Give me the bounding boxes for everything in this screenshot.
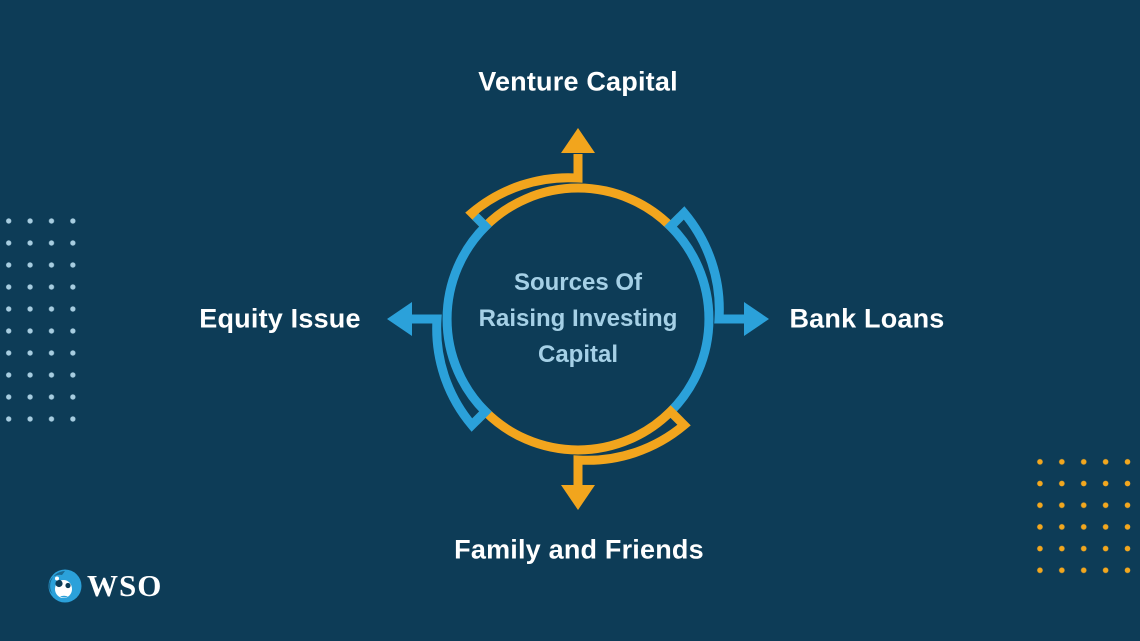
left-arrow-icon <box>387 302 412 336</box>
node-label-venture-capital: Venture Capital <box>478 66 678 97</box>
family-and-friends-arc <box>472 405 691 486</box>
down-arrow-icon <box>561 485 595 510</box>
bank-loans-arc <box>664 206 745 425</box>
venture-capital-arc <box>465 154 684 233</box>
equity-issue-arc <box>411 213 492 432</box>
diagram-center-title: Sources Of Raising Investing Capital <box>479 265 678 373</box>
node-label-bank-loans: Bank Loans <box>789 303 945 334</box>
center-title-line: Capital <box>537 341 619 368</box>
right-arrow-icon <box>744 302 769 336</box>
wso-logo: WSO <box>48 568 162 604</box>
decor-dots-left <box>0 210 84 430</box>
node-label-equity-issue: Equity Issue <box>199 303 361 334</box>
center-title-line: Raising Investing <box>478 305 678 332</box>
wso-logo-text: WSO <box>87 568 163 603</box>
wso-panda-swirl-icon <box>48 569 82 603</box>
decor-dots-right <box>1029 451 1139 581</box>
node-label-family-and-friends: Family and Friends <box>454 534 704 565</box>
center-title-line: Sources Of <box>513 269 643 296</box>
up-arrow-icon <box>561 128 595 153</box>
